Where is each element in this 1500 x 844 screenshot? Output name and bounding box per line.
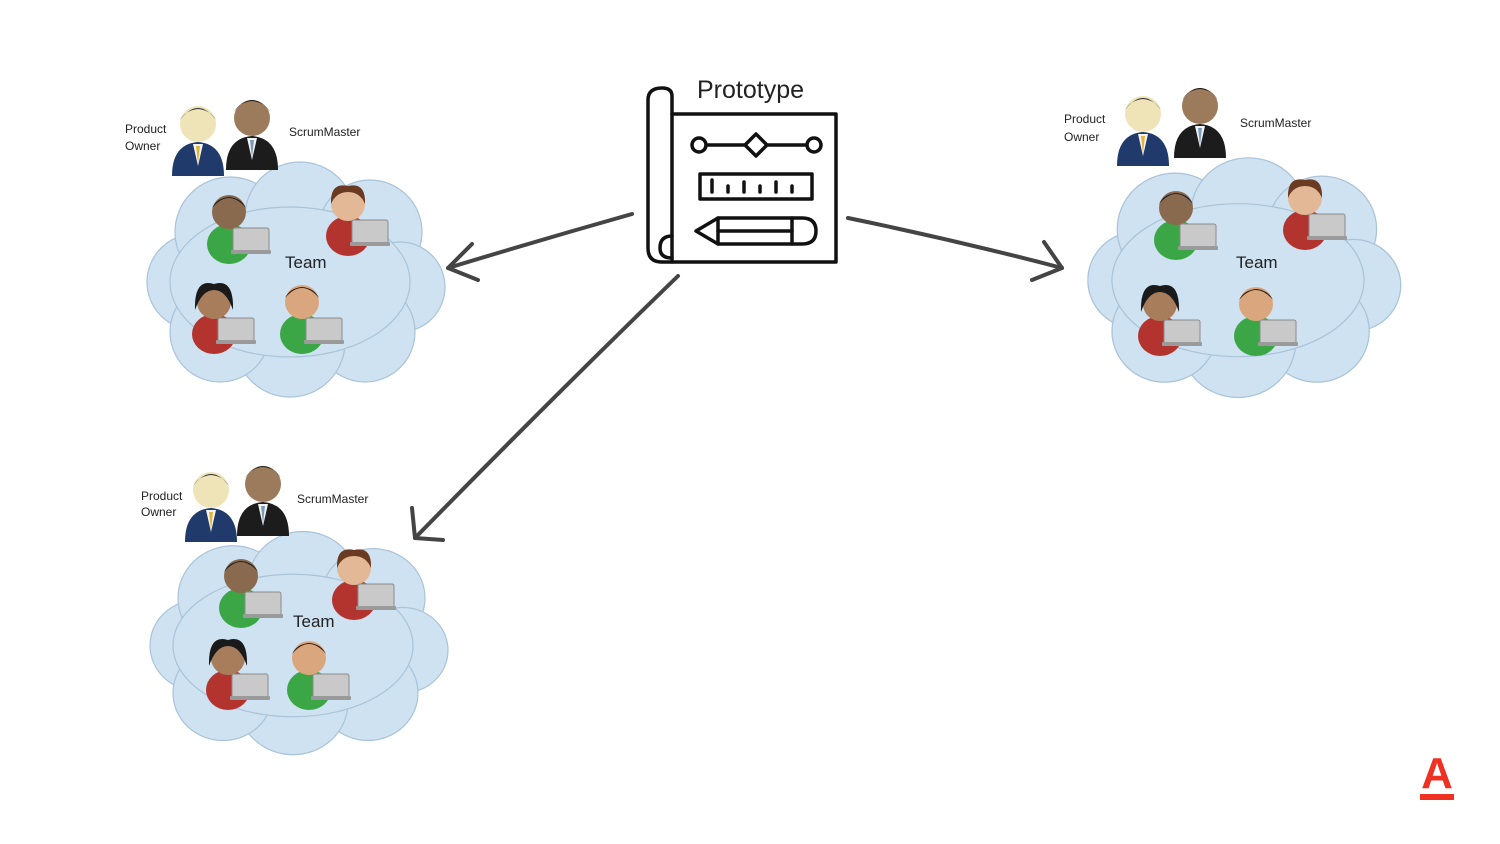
scrum-master-label: ScrumMaster: [289, 125, 360, 139]
team-label: Team: [293, 612, 335, 631]
prototype-node: Prototype: [646, 76, 838, 264]
brand-logo-mark: A: [1421, 749, 1453, 798]
scrum-master-label: ScrumMaster: [297, 492, 368, 506]
team-cloud: [146, 161, 446, 398]
product-owner-label-line2: Owner: [125, 139, 160, 153]
product-owner-avatar: [172, 106, 224, 176]
scrum-master-avatar: [226, 100, 278, 170]
product-owner-label-line1: Product: [125, 122, 167, 136]
team-group-left-top: Product Owner ScrumMaster Team: [125, 100, 446, 398]
team-group-right: Product Owner ScrumMaster Team: [1064, 88, 1402, 399]
scrum-master-avatar: [237, 466, 289, 536]
product-owner-label-line2: Owner: [1064, 130, 1099, 144]
brand-logo: A: [1420, 749, 1454, 800]
arrow-to-team-left-top: [446, 212, 634, 282]
product-owner-label-line1: Product: [141, 489, 183, 503]
scrum-master-label: ScrumMaster: [1240, 116, 1311, 130]
team-cloud: [149, 530, 449, 756]
product-owner-avatar: [185, 472, 237, 542]
arrow-to-team-left-bottom: [410, 274, 680, 542]
team-label: Team: [1236, 253, 1278, 272]
brand-logo-underline: [1420, 794, 1454, 800]
product-owner-label-line2: Owner: [141, 505, 176, 519]
arrow-to-team-right: [846, 216, 1064, 282]
team-group-left-bottom: Product Owner ScrumMaster Team: [141, 466, 449, 756]
prototype-title: Prototype: [697, 76, 804, 104]
blueprint-icon: [646, 86, 838, 264]
team-label: Team: [285, 253, 327, 272]
product-owner-label-line1: Product: [1064, 112, 1106, 126]
team-cloud: [1087, 157, 1402, 399]
product-owner-avatar: [1117, 96, 1169, 166]
scrum-master-avatar: [1174, 88, 1226, 158]
